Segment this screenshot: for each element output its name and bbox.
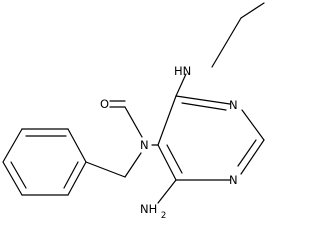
atom-label-amino-main: NH xyxy=(140,202,157,216)
bond-c6-c5 xyxy=(157,144,177,181)
bond-nh-c4 xyxy=(175,73,187,97)
bond-c5-c4 xyxy=(157,95,177,146)
atom-label-ring-n-top: N xyxy=(229,98,238,112)
bond-ph-6 xyxy=(67,161,87,196)
bond-n3-c2 xyxy=(241,109,265,141)
bond-c4-n3 xyxy=(175,95,231,105)
bond-ch2-phenyl xyxy=(85,161,126,178)
bond-ph-3 xyxy=(2,128,23,163)
bond-ph-1 xyxy=(67,128,87,163)
bond-c4-n3-inner xyxy=(181,102,227,111)
bond-c2-n1 xyxy=(240,139,265,175)
bond-ph-6-inner xyxy=(63,161,79,189)
atom-label-amide-n: N xyxy=(140,138,149,152)
bond-n-cho xyxy=(124,106,143,138)
atom-label-ring-n-bottom: N xyxy=(229,173,238,187)
atom-label-amino: NH 2 xyxy=(140,202,166,221)
atom-label-amino-subscript: 2 xyxy=(161,211,166,221)
bond-ph-4 xyxy=(2,161,23,196)
bond-c6-nh2 xyxy=(157,179,177,204)
bond-c2-n1-inner xyxy=(237,139,257,167)
bond-ethyl-ch2-nh xyxy=(211,17,242,68)
bond-n-ch2 xyxy=(124,152,142,178)
bond-ethyl-ch3-ch2 xyxy=(240,2,265,19)
atom-label-ethyl-nh: HN xyxy=(174,64,191,78)
bond-ph-4-inner xyxy=(10,161,27,189)
bond-c6-c5-inner xyxy=(166,144,183,174)
atom-label-carbonyl-o: O xyxy=(100,97,109,111)
chemical-structure-diagram: HN N N N O NH 2 xyxy=(2,2,265,221)
